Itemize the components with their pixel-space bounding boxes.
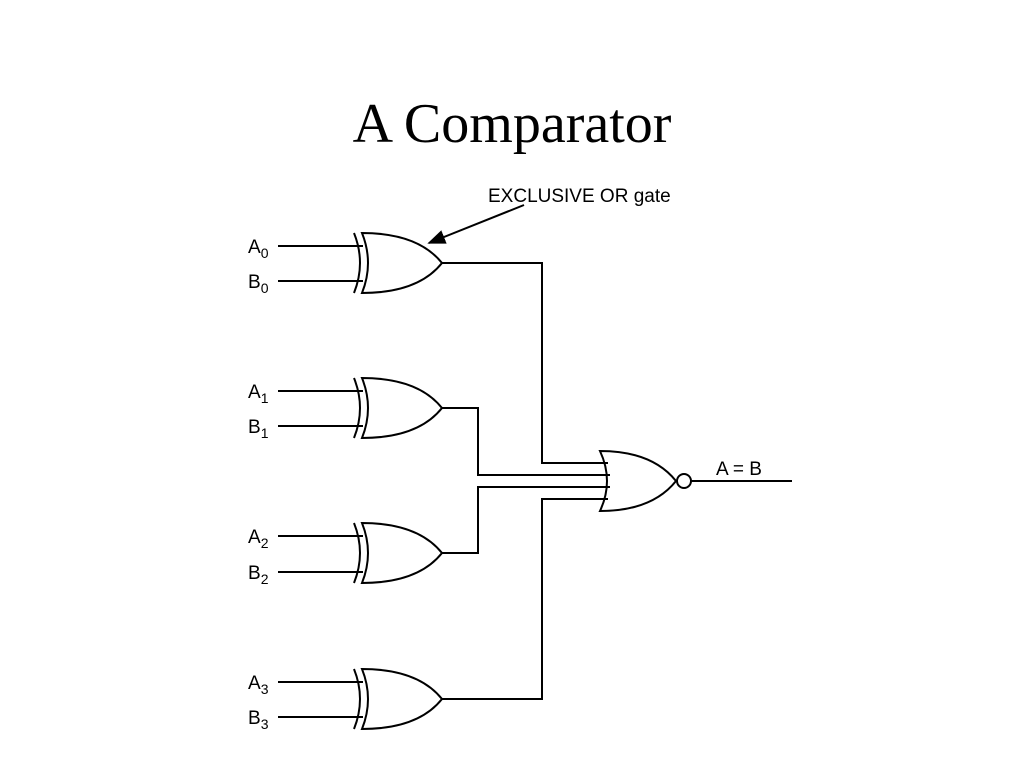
input-label-a2: A2 <box>248 527 269 551</box>
xor-gate-3: A3 B3 <box>248 667 444 732</box>
wire-xor3-to-nor <box>442 498 608 700</box>
input-label-a3: A3 <box>248 673 269 697</box>
nor-gate <box>598 449 692 513</box>
slide-title: A Comparator <box>352 93 672 155</box>
nor-inversion-bubble <box>676 473 692 489</box>
xor-gate-1: A1 B1 <box>248 376 444 441</box>
wire-xor1-to-nor <box>442 407 610 476</box>
input-label-a0: A0 <box>248 237 269 261</box>
output-label: A = B <box>716 459 762 480</box>
annotation-arrow <box>427 204 525 244</box>
input-label-b2: B2 <box>248 563 269 587</box>
input-label-b3: B3 <box>248 708 269 732</box>
input-label-a1: A1 <box>248 382 269 406</box>
wire-xor2-to-nor <box>442 486 610 554</box>
xor-gate-0: A0 B0 <box>248 231 444 296</box>
input-label-b1: B1 <box>248 417 269 441</box>
xor-gate-2: A2 B2 <box>248 521 444 587</box>
input-label-b0: B0 <box>248 272 269 296</box>
wire-xor0-to-nor <box>442 262 608 464</box>
xor-annotation-label: EXCLUSIVE OR gate <box>488 186 671 207</box>
